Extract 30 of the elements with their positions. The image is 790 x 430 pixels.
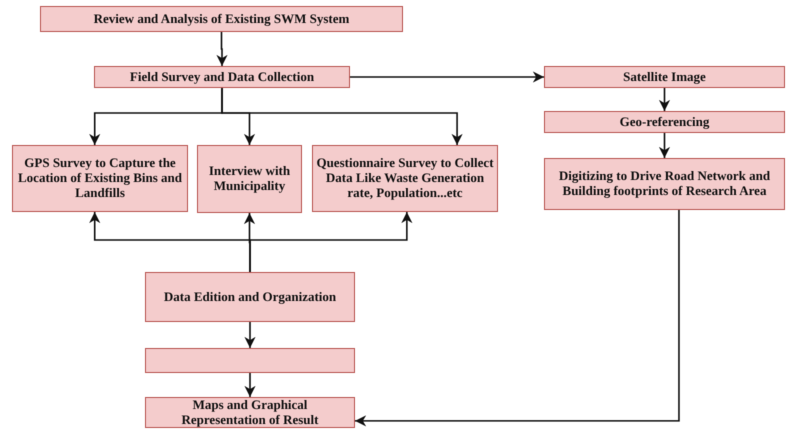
step-label: Data Edition and Organization bbox=[164, 290, 336, 304]
arrow bbox=[221, 88, 463, 145]
process-box bbox=[197, 145, 302, 213]
process-box bbox=[312, 145, 498, 212]
process-box bbox=[40, 6, 403, 32]
step-label: Field Survey and Data Collection bbox=[130, 70, 314, 84]
arrow bbox=[658, 133, 670, 158]
arrow bbox=[216, 32, 228, 66]
process-box bbox=[94, 66, 350, 88]
process-box bbox=[12, 145, 188, 212]
process-box bbox=[544, 158, 785, 210]
process-box bbox=[145, 397, 355, 428]
arrow bbox=[244, 322, 256, 348]
step-label: GPS Survey to Capture the Location of Existing Bins and Landfills bbox=[17, 156, 183, 201]
step-label: Maps and Graphical Representation of Result bbox=[180, 398, 320, 428]
process-box bbox=[544, 111, 785, 133]
step-label: Review and Analysis of Existing SWM System bbox=[94, 12, 350, 26]
step-label: Interview with Municipality bbox=[208, 164, 292, 194]
step-label: Digitizing to Drive Road Network and Building footprints of Research Area bbox=[558, 169, 772, 199]
empty-box bbox=[145, 348, 355, 373]
arrow bbox=[350, 71, 544, 83]
step-label: Satellite Image bbox=[623, 70, 706, 84]
process-box bbox=[544, 66, 785, 88]
step-label: Questionnaire Survey to Collect Data Like Waste Generation rate, Population...etc bbox=[316, 156, 494, 201]
arrow bbox=[658, 88, 670, 111]
arrow bbox=[355, 210, 680, 426]
process-box bbox=[145, 272, 355, 322]
arrow bbox=[249, 212, 412, 272]
arrow bbox=[244, 373, 256, 397]
step-label: Geo-referencing bbox=[620, 114, 710, 130]
